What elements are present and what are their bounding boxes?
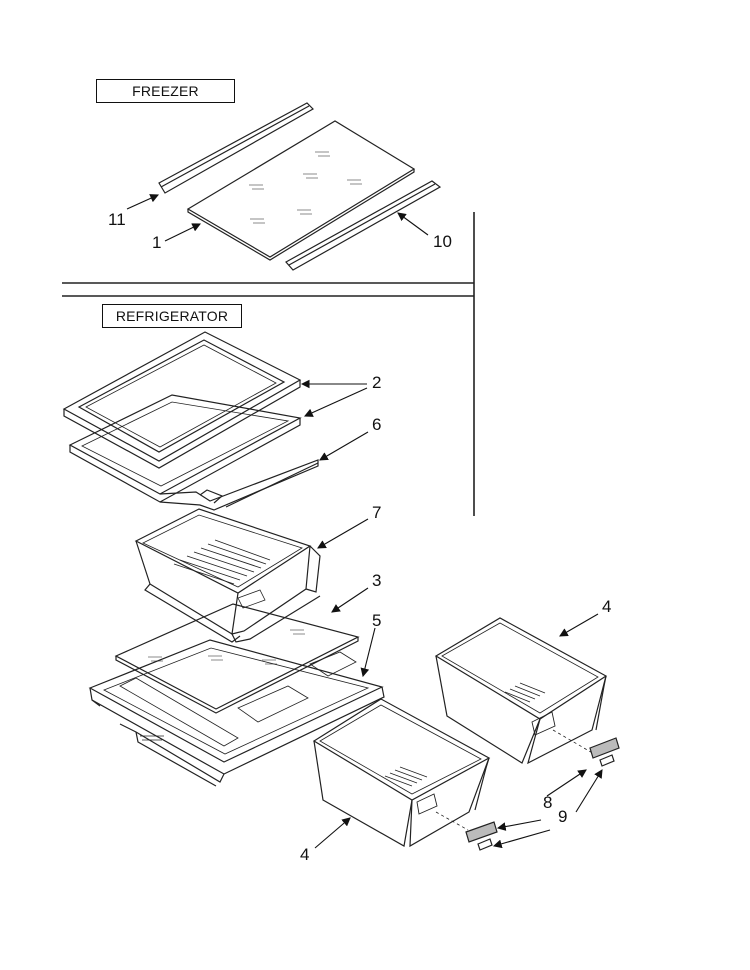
crisper-drawer-4-left [312,698,491,848]
freezer-glass-shelf-1 [186,120,416,261]
callout-6: 6 [372,415,382,434]
refrigerator-shelf-6 [68,394,319,511]
crisper-drawer-4-right [434,617,608,765]
callout-leaders [126,194,603,849]
callout-1: 1 [152,233,162,252]
crisper-frame-5 [88,639,385,787]
refrigerator-section-label: REFRIGERATOR [102,304,242,328]
crisper-glass-cover-3 [114,603,360,714]
callout-4-left: 4 [300,845,310,864]
callout-2: 2 [372,373,382,392]
callout-7: 7 [372,503,382,522]
freezer-shelf-trim-10 [285,180,442,271]
callout-8: 8 [543,793,553,812]
freezer-shelf-trim-11 [158,102,314,194]
callout-9: 9 [558,807,568,826]
callout-5: 5 [372,611,382,630]
section-divider [62,212,475,516]
callout-4-right: 4 [602,597,612,616]
drawer-trim-8-9 [465,737,620,851]
callout-11: 11 [108,210,126,229]
callout-3: 3 [372,571,382,590]
freezer-section-label: FREEZER [96,79,235,103]
callout-10: 10 [433,232,452,251]
meat-drawer-7 [134,508,321,643]
refrigerator-shelf-2 [62,331,302,469]
